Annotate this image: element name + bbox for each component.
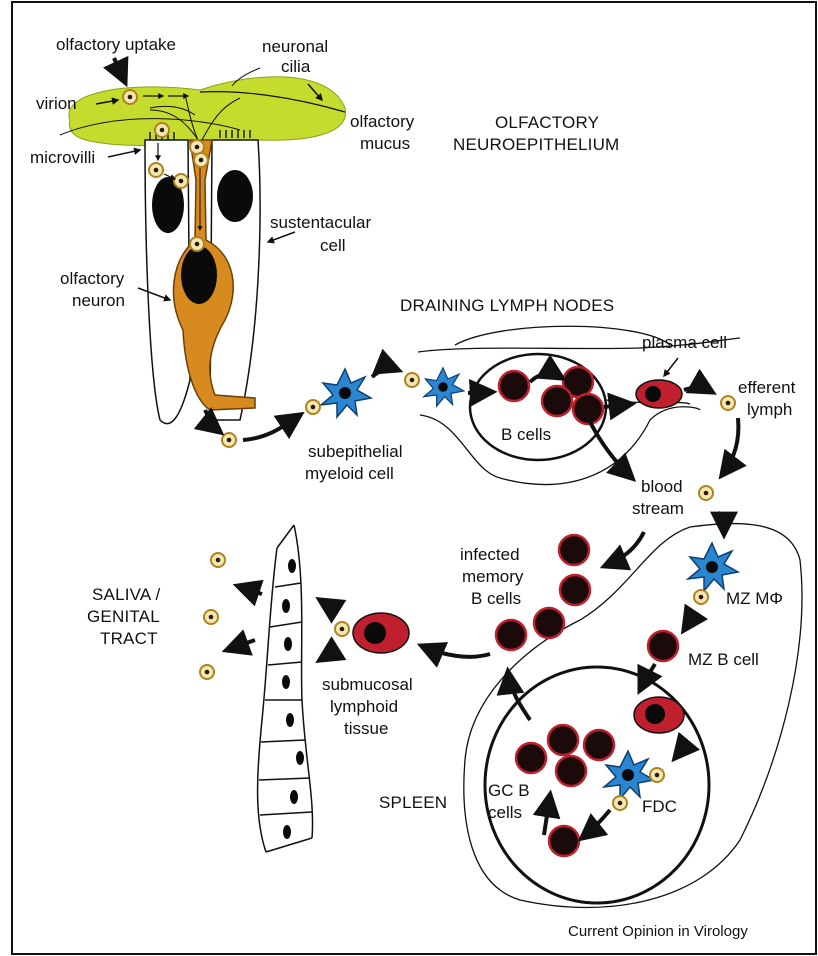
label-myeloid-cell: myeloid cell [305,464,394,483]
b-cell-memory-1 [559,535,589,565]
virion-in-mucus-1 [155,123,169,137]
label-efferent: efferent [738,378,796,397]
label-fdc: FDC [642,797,677,816]
b-cell-mz [648,631,678,661]
b-cell-gc-3 [516,743,546,773]
label-genital: GENITAL [87,607,160,626]
title-draining-lymph-nodes: DRAINING LYMPH NODES [400,296,614,315]
b-cell-gc-1 [548,725,578,755]
b-cell-node-3 [542,386,572,416]
virion-entering [123,90,137,104]
plasma-cell-spleen [634,697,684,733]
label-sustentacular: sustentacular [270,213,371,232]
virion-saliva-1 [211,553,225,567]
virion-mz [694,590,708,604]
virion-saliva-2 [204,610,218,624]
olfactory-mucus-layer [60,77,346,146]
virion-efferent [721,396,735,410]
label-gc-b: GC B [488,781,530,800]
b-cell-memory-3 [534,608,564,638]
b-cell-memory-4 [496,620,526,650]
label-plasma-cell: plasma cell [642,333,727,352]
virion-in-neuron-1 [194,153,208,167]
label-sustentacular-cell: cell [320,236,346,255]
label-olfactory-neuron-1: olfactory [60,269,125,288]
label-virion: virion [36,94,77,113]
epithelial-nuclei [282,559,304,839]
journal-credit: Current Opinion in Virology [568,923,748,940]
label-lymphoid: lymphoid [330,697,398,716]
label-olfactory-mucus-2: mucus [360,134,410,153]
myeloid-cell-lymph-node [424,368,464,406]
label-olfactory-neuron-2: neuron [72,291,125,310]
label-b-cells-memory: B cells [471,589,521,608]
label-stream: stream [632,499,684,518]
virion-blood [699,486,713,500]
label-b-cells: B cells [501,425,551,444]
label-submucosal: submucosal [322,675,413,694]
label-olfactory-uptake: olfactory uptake [56,35,176,54]
virion-lymph-1 [222,433,236,447]
b-cell-gc-4 [556,756,586,786]
b-cell-memory-2 [560,575,590,605]
label-mz-macrophage: MZ MΦ [726,589,783,608]
virion-in-cell-1 [149,163,163,177]
b-cell-gc-5 [549,826,579,856]
virion-fdc-2 [613,796,627,810]
label-spleen: SPLEEN [379,793,447,812]
virion-fdc-1 [650,768,664,782]
myeloid-cell-mz [688,543,738,591]
label-tissue: tissue [344,719,388,738]
label-subepithelial: subepithelial [308,442,403,461]
virion-lymph-3 [405,373,419,387]
b-cell-node-1 [499,371,529,401]
label-infected: infected [460,545,520,564]
title-neuroepithelium: NEUROEPITHELIUM [453,135,619,154]
myeloid-cell-fdc [604,751,654,799]
b-cell-gc-2 [584,730,614,760]
virion-submucosal [335,622,349,636]
plasma-cell-submucosal [353,613,409,653]
label-mz-b-cell: MZ B cell [688,650,759,669]
virion-in-cell-2 [174,174,188,188]
plasma-cell-pointer [664,358,678,376]
label-lymph: lymph [747,400,792,419]
myeloid-cell-subepithelial [321,369,371,417]
label-neuronal-cilia-2: cilia [281,57,311,76]
label-olfactory-mucus-1: olfactory [350,112,415,131]
label-microvilli: microvilli [30,148,95,167]
label-blood: blood [641,477,683,496]
label-tract: TRACT [100,629,158,648]
label-saliva: SALIVA / [92,585,160,604]
virion-in-mucus-2 [190,140,204,154]
label-gc-cells: cells [488,803,522,822]
flow-arrows-spleen [508,512,724,838]
virion-lymph-2 [306,400,320,414]
virion-saliva-3 [200,665,214,679]
label-memory: memory [462,567,524,586]
label-neuronal-cilia-1: neuronal [262,37,328,56]
plasma-cell-node [636,380,682,408]
virion-in-neuron-2 [190,237,204,251]
title-olfactory: OLFACTORY [495,113,599,132]
